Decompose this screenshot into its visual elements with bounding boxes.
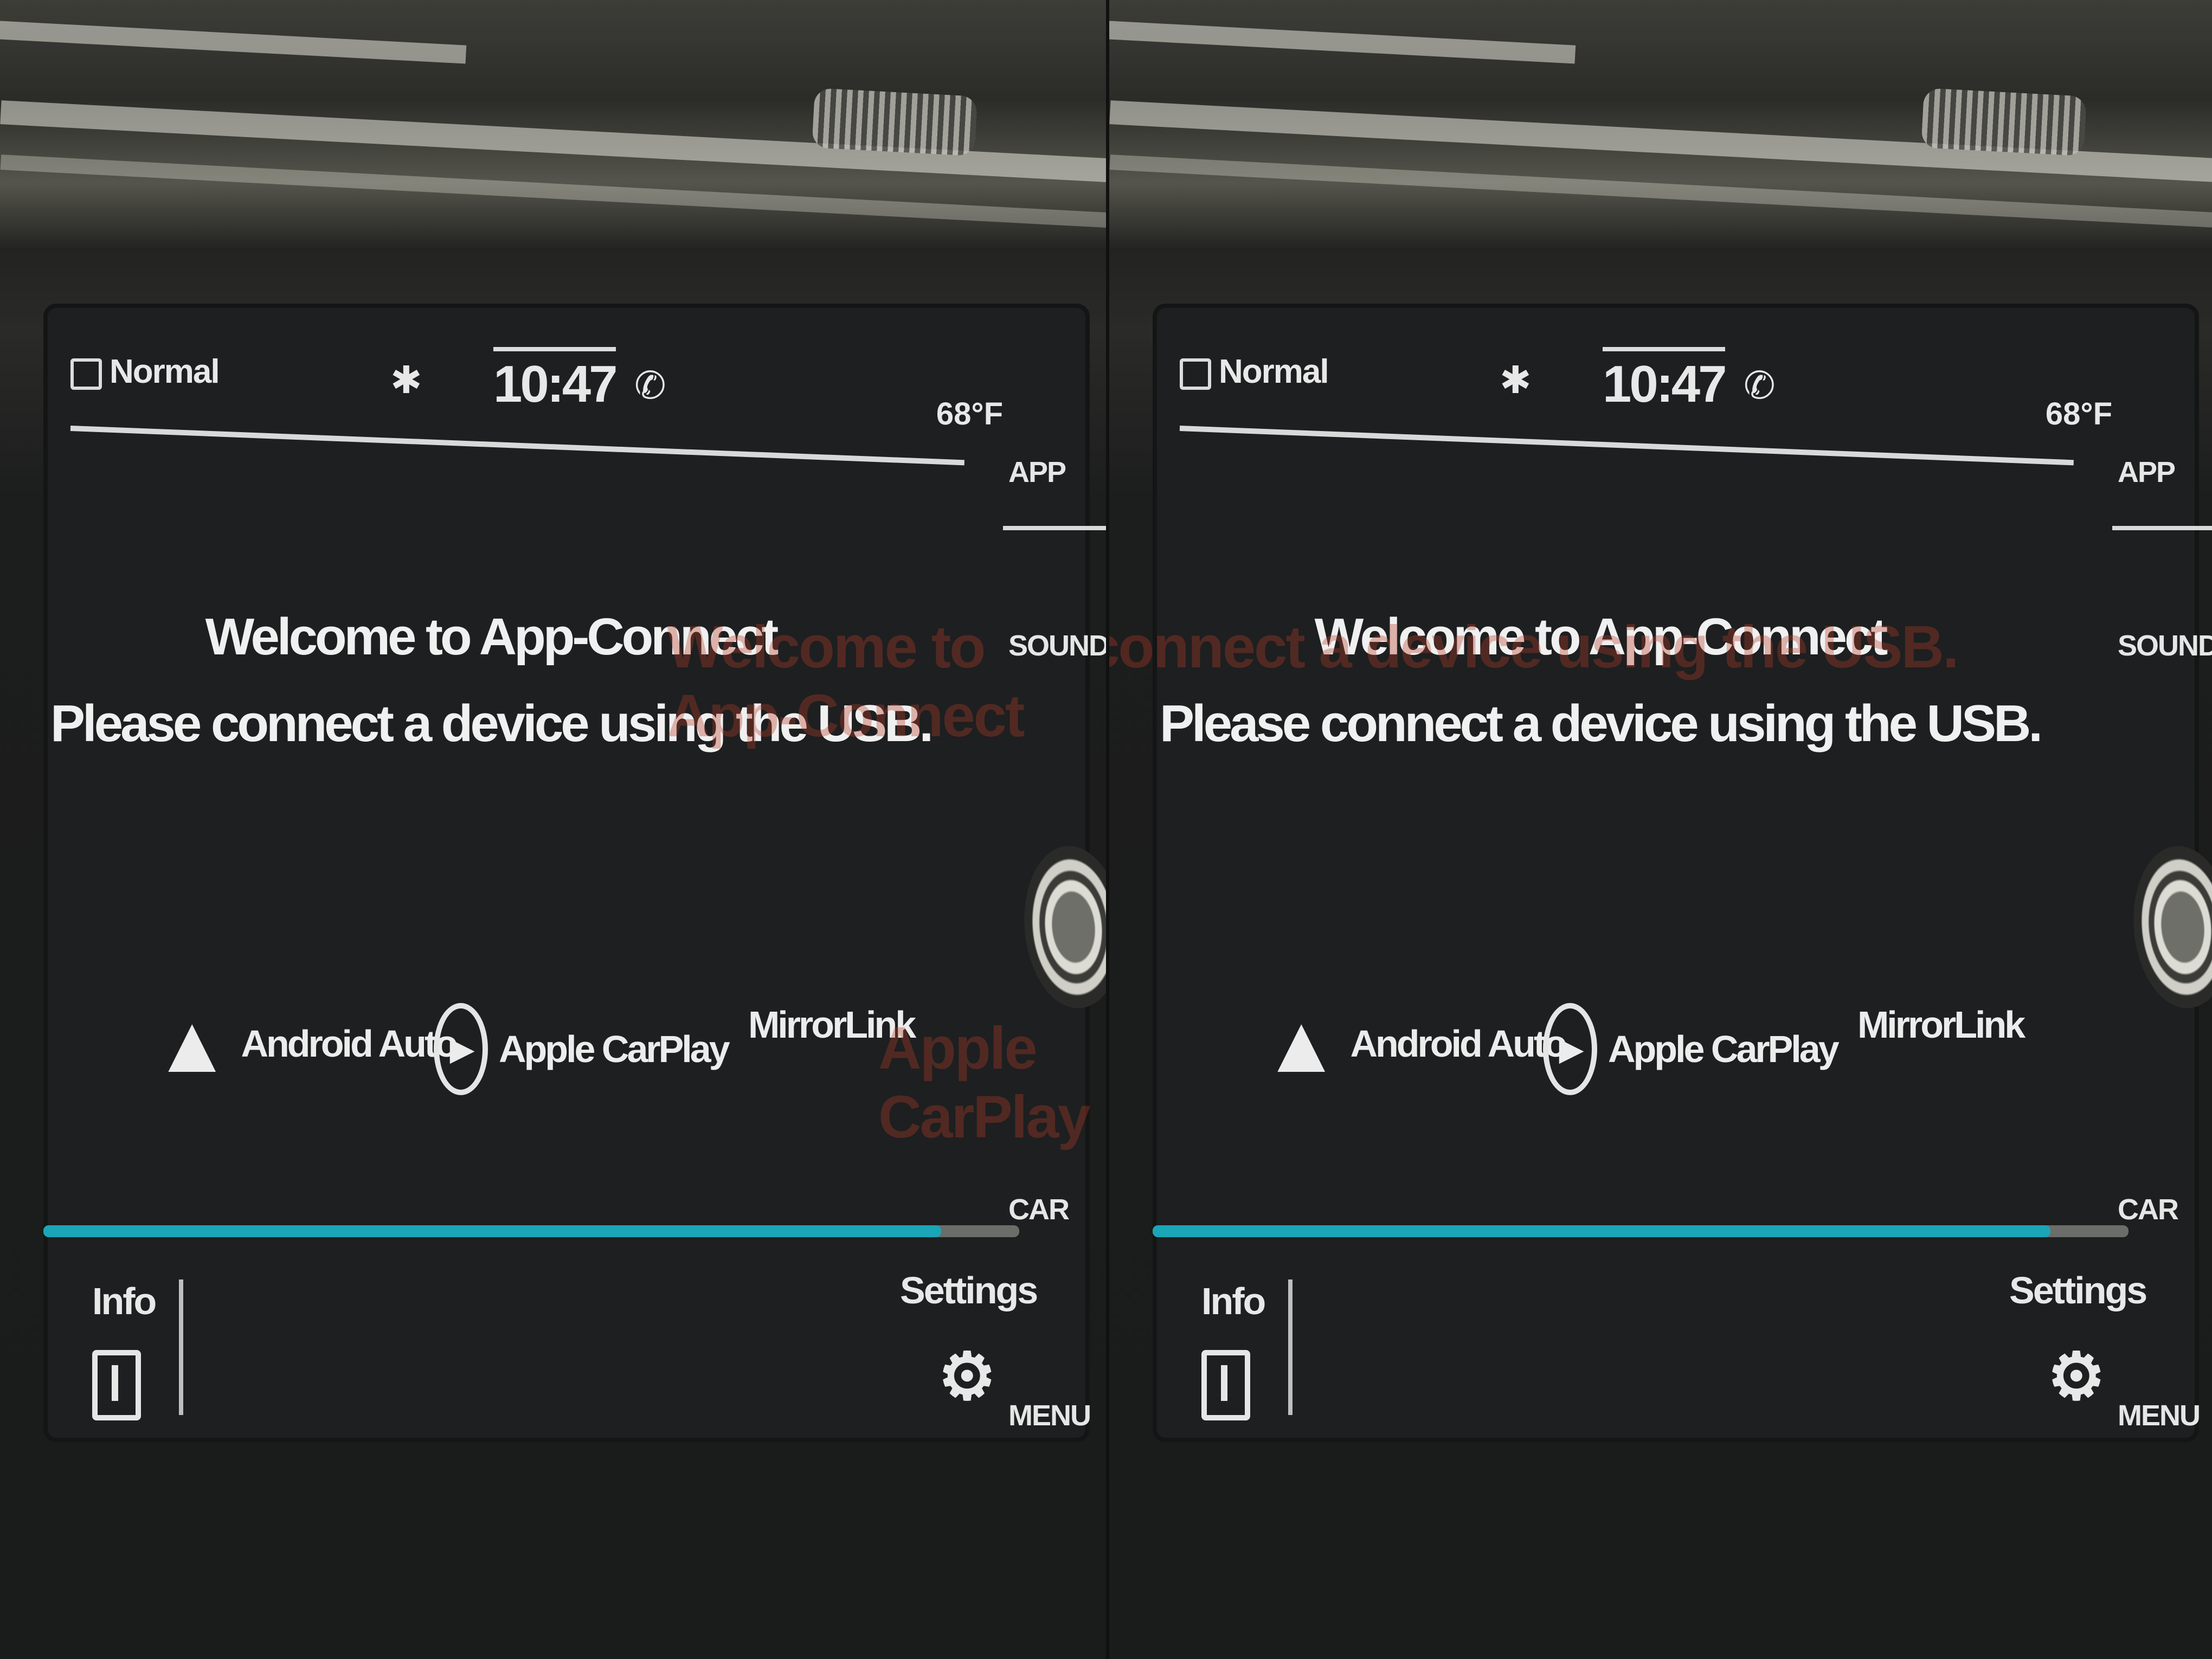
info-label[interactable]: Info [92, 1280, 157, 1322]
volume-knob[interactable] [2127, 841, 2212, 1013]
info-icon[interactable] [92, 1350, 141, 1420]
drive-mode-icon [70, 358, 102, 390]
info-icon[interactable] [1201, 1350, 1250, 1420]
outside-temperature: 68°F [2045, 396, 2112, 432]
welcome-title: Welcome to App-Connect [1314, 608, 1888, 666]
car-hardkey[interactable]: CAR [2118, 1193, 2179, 1226]
sound-hardkey[interactable]: SOUND [1008, 629, 1106, 662]
status-bar: Normal ✱ 10:47 ✆ 68°F [1179, 331, 2112, 466]
menu-hardkey[interactable]: MENU [2118, 1399, 2201, 1432]
settings-label[interactable]: Settings [900, 1269, 1038, 1311]
air-vent [812, 88, 978, 156]
bottom-softkeys: Info Settings ⚙ [1153, 1258, 2147, 1420]
app-hardkey[interactable]: APP [1008, 456, 1066, 488]
status-bar: Normal ✱ 10:47 ✆ 68°F [70, 331, 1003, 466]
drive-profile[interactable]: Normal [1180, 352, 1329, 391]
phone-signal-icon: ✆ [1744, 364, 1776, 407]
status-divider [70, 426, 964, 466]
separator-bar-fill [1153, 1225, 2050, 1237]
bluetooth-icon: ✱ [1500, 359, 1532, 401]
air-vent [1921, 88, 2087, 156]
softkey-divider [1288, 1279, 1293, 1415]
app-connect-options: ▲ Android Auto ▶ Apple CarPlay MirrorLin… [152, 981, 965, 1101]
separator-bar [1153, 1225, 2129, 1237]
photo-right-half: Normal ✱ 10:47 ✆ 68°F Welcome to App-Con… [1106, 0, 2212, 1659]
hardkey-column: APP SOUND CAR MENU [2101, 412, 2212, 1442]
apple-carplay-icon: ▶ [1543, 1003, 1597, 1095]
welcome-title: Welcome to App-Connect [205, 608, 779, 666]
status-divider [1179, 426, 2074, 466]
apple-carplay-button[interactable]: ▶ Apple CarPlay [1543, 1003, 1840, 1095]
hardkey-divider [1003, 526, 1106, 530]
clock: 10:47 [1603, 347, 1727, 414]
android-auto-button[interactable]: ▲ Android Auto [152, 998, 458, 1089]
android-auto-button[interactable]: ▲ Android Auto [1261, 998, 1567, 1089]
mirrorlink-button[interactable]: MirrorLink [1857, 1003, 2025, 1046]
clock: 10:47 [493, 347, 618, 414]
android-auto-icon: ▲ [1261, 998, 1341, 1089]
separator-bar-fill [43, 1225, 941, 1237]
android-auto-icon: ▲ [152, 998, 232, 1089]
mirrorlink-icon: MirrorLink [748, 1004, 916, 1046]
bezel-reflection [0, 20, 467, 64]
drive-mode-icon [1180, 358, 1211, 390]
outside-temperature: 68°F [936, 396, 1003, 432]
apple-carplay-button[interactable]: ▶ Apple CarPlay [434, 1003, 730, 1095]
infotainment-screen: Normal ✱ 10:47 ✆ 68°F Welcome to App-Con… [1153, 304, 2212, 1442]
bluetooth-icon: ✱ [390, 359, 422, 401]
bottom-softkeys: Info Settings ⚙ [43, 1258, 1038, 1420]
softkey-divider [179, 1279, 183, 1415]
bezel-reflection [1109, 20, 1576, 64]
gear-icon[interactable]: ⚙ [2047, 1340, 2106, 1413]
apple-carplay-icon: ▶ [434, 1003, 488, 1095]
menu-hardkey[interactable]: MENU [1008, 1399, 1091, 1432]
sound-hardkey[interactable]: SOUND [2118, 629, 2212, 662]
app-connect-options: ▲ Android Auto ▶ Apple CarPlay MirrorLin… [1261, 981, 2074, 1101]
photo-left-half: Normal ✱ 10:47 ✆ 68°F Welcome to App-Con… [0, 0, 1106, 1659]
volume-knob[interactable] [1018, 841, 1106, 1013]
gear-icon[interactable]: ⚙ [938, 1340, 996, 1413]
welcome-instructions: Please connect a device using the USB. [1160, 695, 2043, 753]
car-hardkey[interactable]: CAR [1008, 1193, 1070, 1226]
mirrorlink-icon: MirrorLink [1857, 1004, 2025, 1046]
hardkey-divider [2112, 526, 2212, 530]
separator-bar [43, 1225, 1019, 1237]
drive-profile[interactable]: Normal [70, 352, 220, 391]
phone-signal-icon: ✆ [634, 364, 666, 407]
app-hardkey[interactable]: APP [2118, 456, 2176, 488]
info-label[interactable]: Info [1201, 1280, 1266, 1322]
settings-label[interactable]: Settings [2009, 1269, 2147, 1311]
hardkey-column: APP SOUND CAR MENU [992, 412, 1106, 1442]
mirrorlink-button[interactable]: MirrorLink [748, 1003, 916, 1046]
welcome-instructions: Please connect a device using the USB. [50, 695, 934, 753]
infotainment-screen: Normal ✱ 10:47 ✆ 68°F Welcome to App-Con… [43, 304, 1106, 1442]
